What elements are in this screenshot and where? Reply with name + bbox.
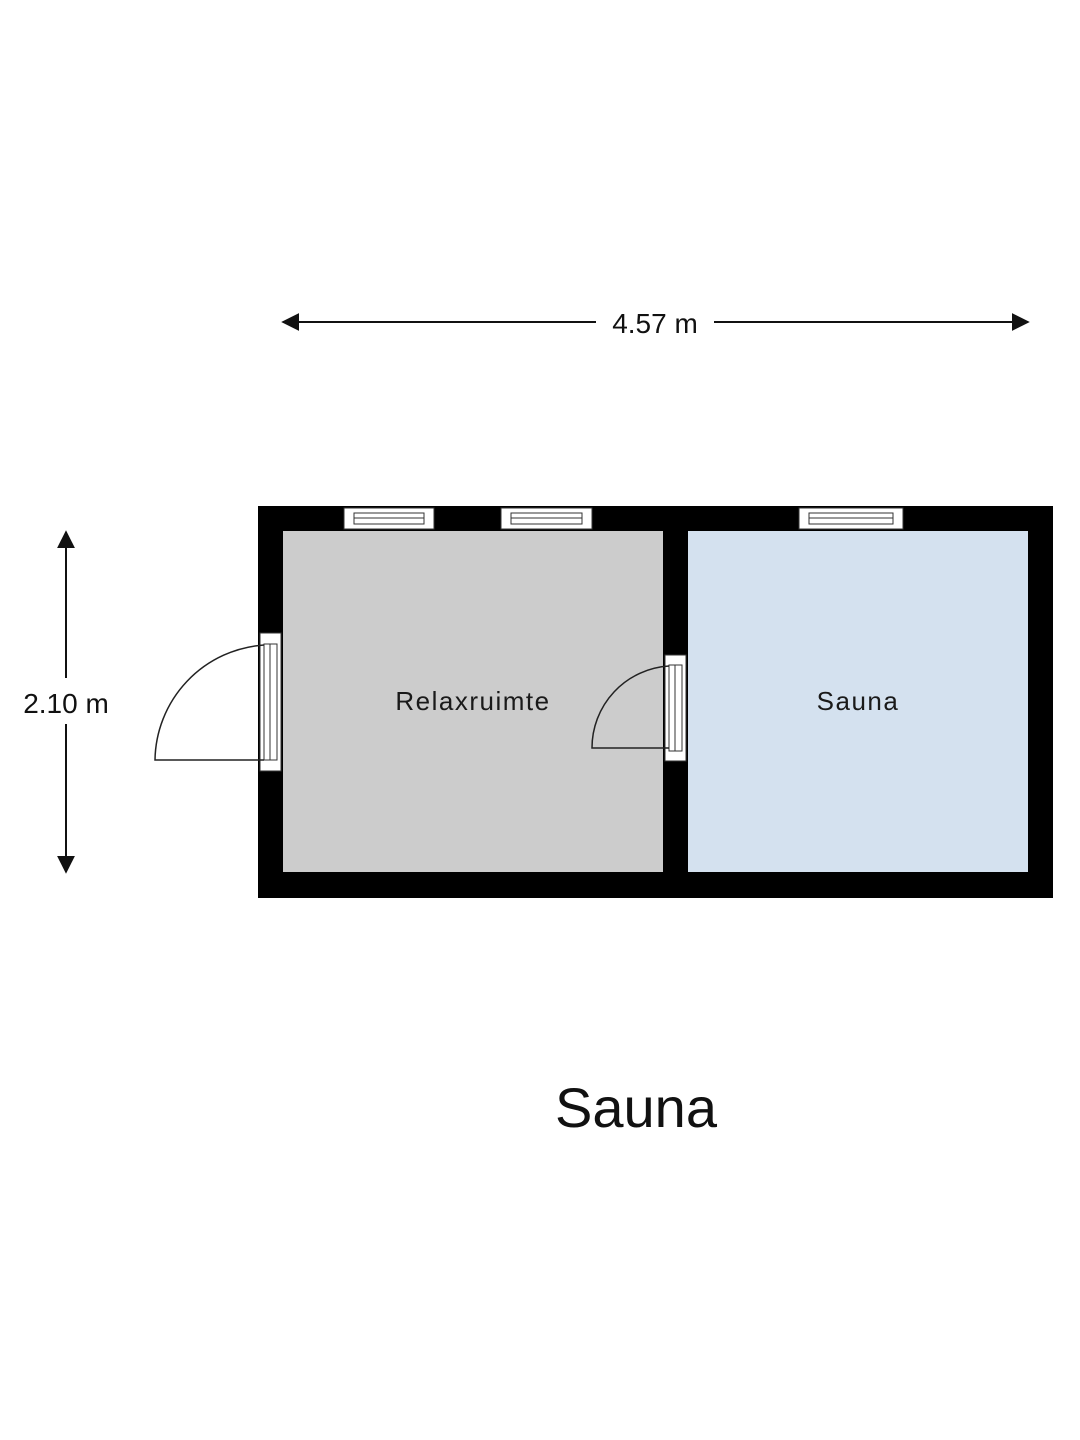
room-label-relaxruimte: Relaxruimte [395,686,550,716]
room-label-sauna: Sauna [817,686,900,716]
width-dimension: 4.57 m [281,308,1030,339]
interior-door [591,654,687,762]
room-relaxruimte-floor [283,531,663,872]
floor-title: Sauna [555,1076,717,1139]
width-label: 4.57 m [612,308,698,339]
height-dimension: 2.10 m [23,530,109,874]
height-label: 2.10 m [23,688,109,719]
window-3 [798,507,904,530]
window-2 [500,507,593,530]
entrance-door [154,632,282,772]
window-1 [343,507,435,530]
room-sauna-floor [688,531,1028,872]
